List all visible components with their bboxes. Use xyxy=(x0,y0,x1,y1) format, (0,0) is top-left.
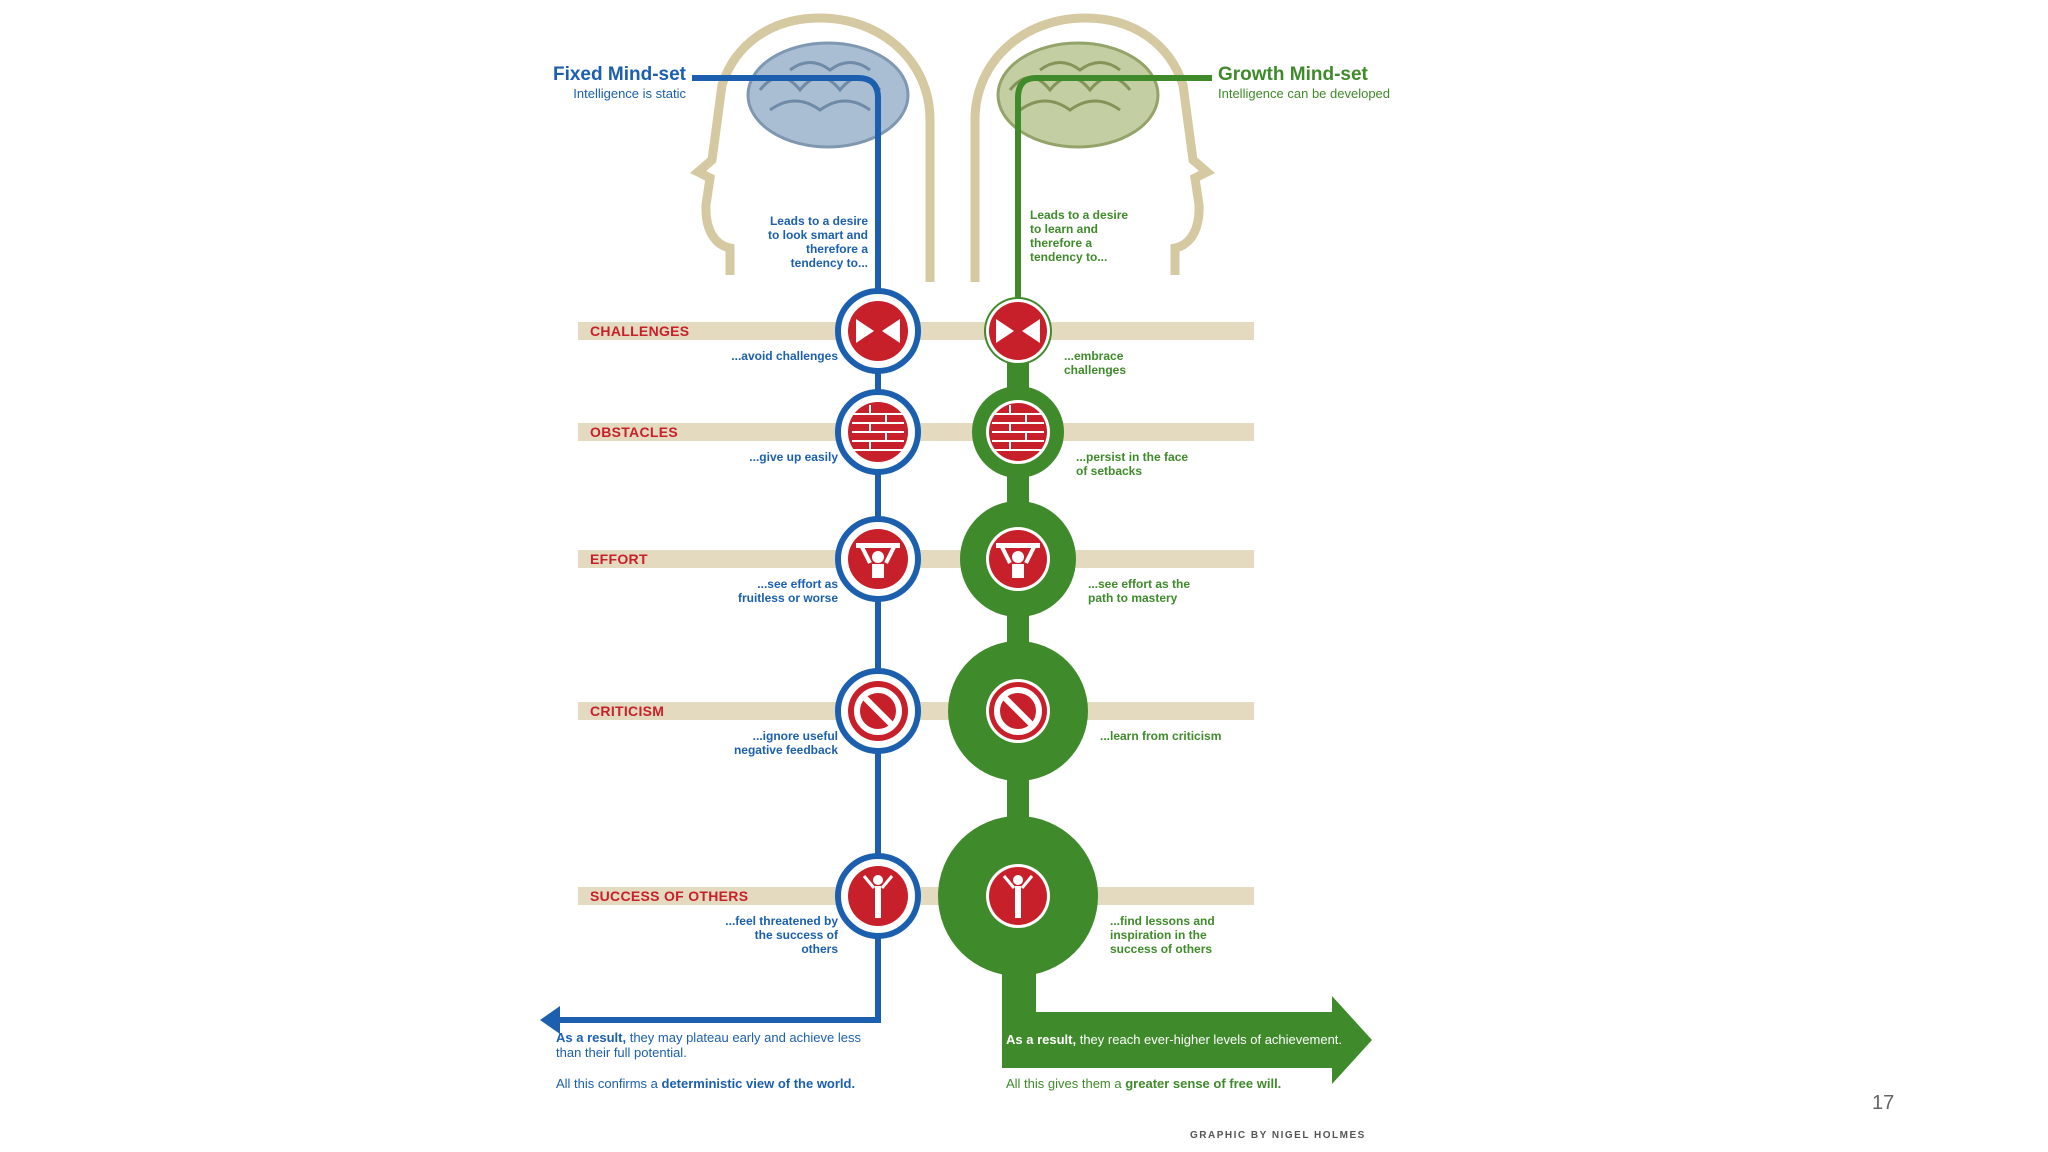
fixed-response: ...feel threatened by the success of oth… xyxy=(725,914,838,956)
fixed-response: ...give up easily xyxy=(749,450,838,464)
growth-response: ...learn from criticism xyxy=(1100,729,1222,743)
growth-intro: Leads to a desire to learn and therefore… xyxy=(1030,208,1129,264)
growth-response: ...see effort as the path to mastery xyxy=(1088,577,1191,605)
fixed-winner-figure-icon xyxy=(835,853,921,939)
graphic-credit: GRAPHIC BY NIGEL HOLMES xyxy=(1190,1130,1366,1141)
growth-confirm-text: All this gives them a greater sense of f… xyxy=(1006,1076,1282,1091)
growth-head-outline xyxy=(970,13,1216,282)
fixed-path-line xyxy=(560,75,881,1023)
page-number: 17 xyxy=(1872,1092,1895,1114)
growth-result-text: As a result, they reach ever-higher leve… xyxy=(1006,1032,1343,1047)
growth-arrows-inward-icon xyxy=(984,297,1052,365)
fixed-brick-wall-icon xyxy=(835,389,921,475)
fixed-subtitle: Intelligence is static xyxy=(573,86,686,101)
fixed-response: ...avoid challenges xyxy=(731,349,838,363)
row-label-success-of-others: SUCCESS OF OTHERS xyxy=(590,888,749,904)
growth-brain-icon xyxy=(996,41,1160,149)
fixed-result-arrowhead xyxy=(540,1006,560,1034)
fixed-head-outline xyxy=(689,13,935,282)
growth-response: ...find lessons and inspiration in the s… xyxy=(1110,914,1215,956)
row-label-effort: EFFORT xyxy=(590,551,648,567)
row-label-obstacles: OBSTACLES xyxy=(590,424,678,440)
fixed-response: ...ignore useful negative feedback xyxy=(733,729,838,757)
growth-winner-figure-icon xyxy=(938,816,1098,976)
growth-title: Growth Mind-set xyxy=(1218,64,1368,85)
growth-subtitle: Intelligence can be developed xyxy=(1218,86,1391,101)
growth-result-arrow xyxy=(1002,930,1372,1084)
fixed-arrows-inward-icon xyxy=(835,288,921,374)
fixed-confirm-text: All this confirms a deterministic view o… xyxy=(556,1076,856,1091)
growth-weightlifter-icon xyxy=(960,501,1076,617)
growth-brick-wall-icon xyxy=(972,386,1064,478)
row-label-challenges: CHALLENGES xyxy=(590,323,690,339)
fixed-intro: Leads to a desire to look smart and ther… xyxy=(767,214,868,270)
row-label-criticism: CRITICISM xyxy=(590,703,665,719)
growth-no-entry-icon xyxy=(948,641,1088,781)
fixed-result-text: As a result, they may plateau early and … xyxy=(556,1030,861,1060)
fixed-weightlifter-icon xyxy=(835,516,921,602)
fixed-no-entry-icon xyxy=(835,668,921,754)
growth-response: ...embrace challenges xyxy=(1064,349,1127,377)
fixed-response: ...see effort as fruitless or worse xyxy=(737,577,838,605)
growth-path-line xyxy=(1015,75,1212,330)
growth-response: ...persist in the face of setbacks xyxy=(1076,450,1189,478)
fixed-title: Fixed Mind-set xyxy=(552,64,686,85)
fixed-brain-icon xyxy=(746,41,910,149)
